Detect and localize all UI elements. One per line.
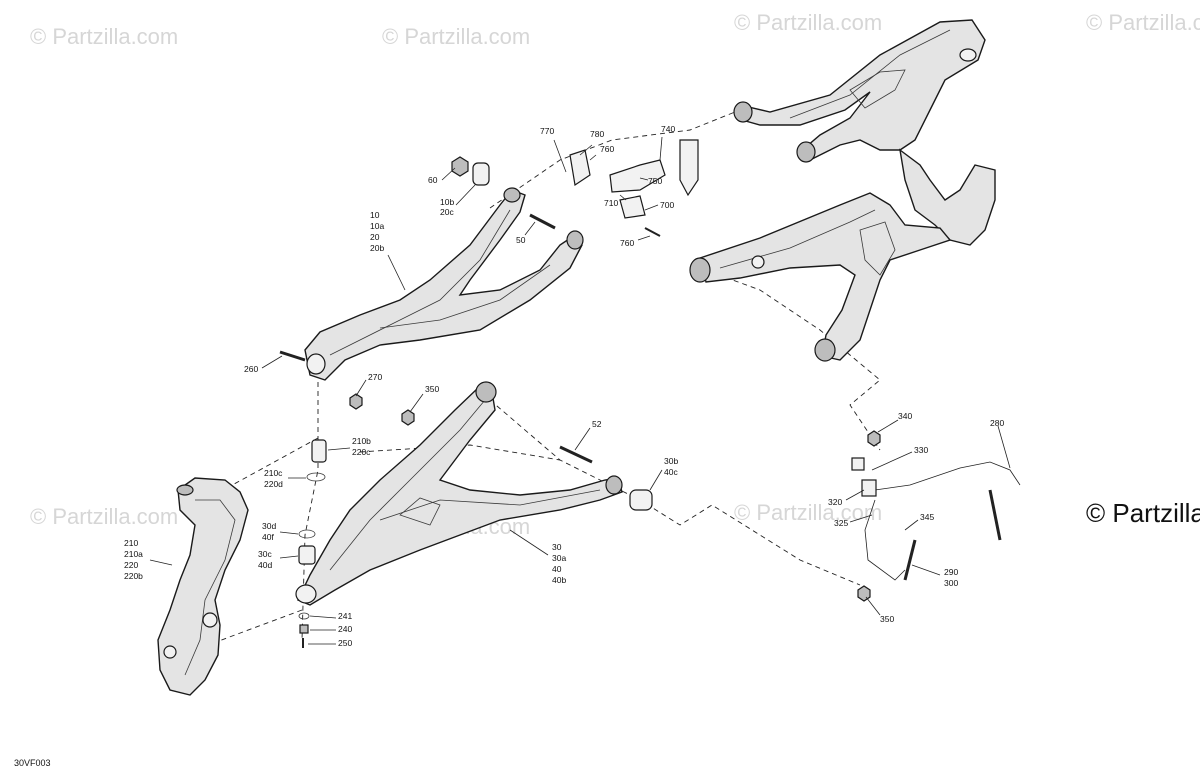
sway-bar-bushing [861, 479, 877, 497]
watermark: © Partzilla.com [382, 24, 530, 49]
callout-780: 780 [590, 129, 604, 139]
watermark: © Partzilla.com [1086, 10, 1200, 35]
ball-joint-boot [311, 439, 327, 463]
callout-210b: 210b [352, 436, 371, 446]
callout-10b: 10b [440, 197, 454, 207]
nut [867, 430, 881, 447]
callout-350: 350 [425, 384, 439, 394]
callout-30a: 30a [552, 553, 566, 563]
callout-30d: 30d [262, 521, 276, 531]
callout-40b: 40b [552, 575, 566, 585]
sway-bar [864, 499, 906, 581]
callout-340: 340 [898, 411, 912, 421]
callout-40f: 40f [262, 532, 274, 542]
assembly-dashed-lines [199, 111, 881, 649]
callout-20c: 20c [440, 207, 454, 217]
watermark: © Partzilla.com [30, 504, 178, 529]
callout-270: 270 [368, 372, 382, 382]
watermark-layer: © Partzilla.com © Partzilla.com © Partzi… [30, 10, 1200, 539]
callout-300: 300 [944, 578, 958, 588]
screw [644, 227, 661, 237]
nut [451, 156, 469, 177]
callout-20: 20 [370, 232, 380, 242]
callout-10a: 10a [370, 221, 384, 231]
callout-labels: 770 780 760 740 750 710 700 760 60 10b 2… [124, 124, 1004, 648]
callout-320: 320 [828, 497, 842, 507]
callout-50: 50 [516, 235, 526, 245]
ball-joint [298, 545, 316, 565]
callout-210: 210 [124, 538, 138, 548]
bolt [529, 213, 556, 230]
callout-750: 750 [648, 176, 662, 186]
link-rod [903, 539, 917, 581]
callout-40: 40 [552, 564, 562, 574]
callout-30: 30 [552, 542, 562, 552]
sway-bar [874, 461, 1021, 491]
callout-250: 250 [338, 638, 352, 648]
callout-40c: 40c [664, 467, 678, 477]
washer [298, 612, 310, 620]
nut [857, 585, 871, 602]
callout-220b: 220b [124, 571, 143, 581]
bracket [609, 159, 666, 193]
bushing [629, 489, 653, 511]
figure-id: 30VF003 [14, 758, 51, 768]
callout-30c: 30c [258, 549, 272, 559]
callout-210c: 210c [264, 468, 283, 478]
callout-710: 710 [604, 198, 618, 208]
bracket [569, 149, 591, 187]
watermark: © Partzilla.com [30, 24, 178, 49]
callout-740: 740 [661, 124, 675, 134]
knuckle [157, 477, 249, 696]
bolt [559, 445, 593, 464]
sensor [679, 139, 699, 197]
nut [349, 393, 363, 410]
clip [619, 195, 646, 219]
link-rod [988, 489, 1002, 541]
callout-345: 345 [920, 512, 934, 522]
callout-220d: 220d [264, 479, 283, 489]
callout-325: 325 [834, 518, 848, 528]
hardware-parts [279, 139, 1021, 648]
callout-241: 241 [338, 611, 352, 621]
copyright-label: © Partzilla [1086, 498, 1200, 528]
bushing [472, 162, 490, 186]
callout-280: 280 [990, 418, 1004, 428]
callout-40d: 40d [258, 560, 272, 570]
ring [298, 529, 316, 539]
callout-700: 700 [660, 200, 674, 210]
leader-lines [149, 136, 1011, 645]
callout-290: 290 [944, 567, 958, 577]
callout-350: 350 [880, 614, 894, 624]
nut [299, 624, 309, 634]
callout-330: 330 [914, 445, 928, 455]
callout-10: 10 [370, 210, 380, 220]
callout-260: 260 [244, 364, 258, 374]
rear-trailing-arm [689, 192, 952, 362]
callout-60: 60 [428, 175, 438, 185]
callout-760: 760 [600, 144, 614, 154]
watermark: © Partzilla.com [734, 500, 882, 525]
callout-210a: 210a [124, 549, 143, 559]
callout-20b: 20b [370, 243, 384, 253]
ring [306, 472, 326, 482]
lower-a-arm [295, 381, 623, 606]
upper-a-arm [304, 187, 584, 381]
callout-770: 770 [540, 126, 554, 136]
callout-220c: 220c [352, 447, 371, 457]
nut [401, 409, 415, 426]
callout-220: 220 [124, 560, 138, 570]
watermark: © Partzilla.com [734, 10, 882, 35]
callout-30b: 30b [664, 456, 678, 466]
callout-760: 760 [620, 238, 634, 248]
callout-240: 240 [338, 624, 352, 634]
clamp [851, 457, 865, 471]
rear-frame-upper-arm [733, 19, 996, 246]
callout-52: 52 [592, 419, 602, 429]
bolt [279, 350, 306, 362]
